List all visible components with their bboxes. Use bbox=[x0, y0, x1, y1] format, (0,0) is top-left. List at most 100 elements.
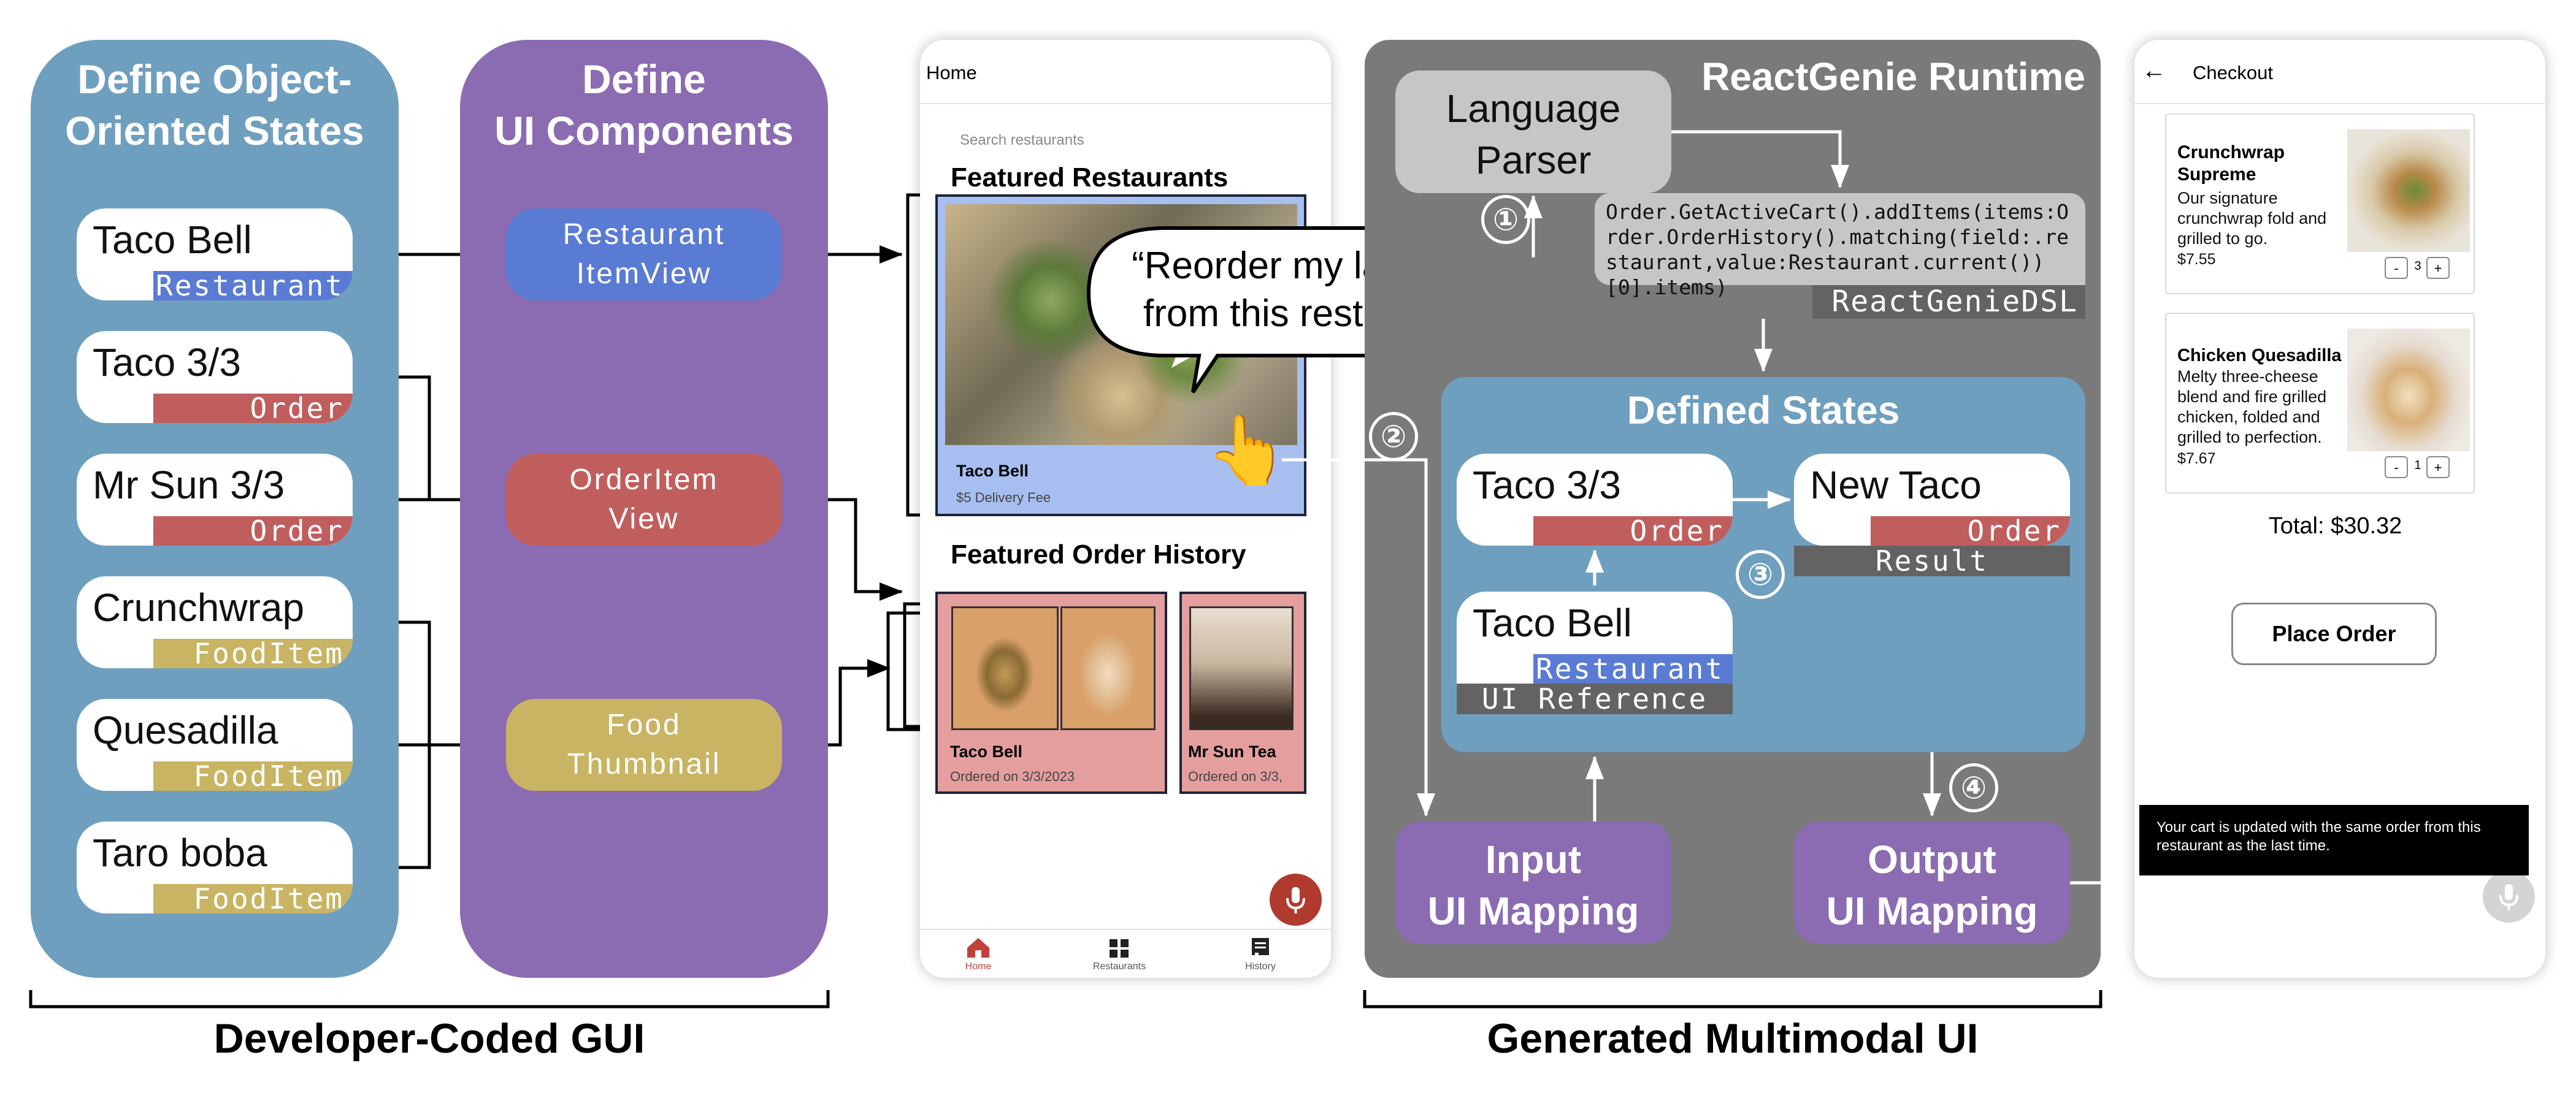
item-name: Chicken Quesadilla bbox=[2177, 346, 2342, 365]
order-total: Total: $30.32 bbox=[2268, 513, 2402, 539]
bracket-history bbox=[903, 602, 920, 728]
cart-updated-toast: Your cart is updated with the same order… bbox=[2139, 805, 2529, 875]
qty-minus-button[interactable]: - bbox=[2385, 456, 2408, 478]
state-ui-reference-label: UI Reference bbox=[1457, 684, 1733, 714]
generated-multimodal-ui-label: Generated Multimodal UI bbox=[1487, 1015, 1979, 1062]
state-tag: Order bbox=[153, 516, 353, 546]
history-name: Taco Bell bbox=[950, 742, 1023, 761]
developer-coded-gui-label: Developer-Coded GUI bbox=[213, 1015, 645, 1062]
state-ref-tacobell: Taco Bell Restaurant bbox=[1457, 592, 1733, 684]
checkout-title: Checkout bbox=[2193, 62, 2273, 83]
back-arrow-icon[interactable]: ← bbox=[2142, 57, 2166, 84]
pointing-hand-icon: 👆 bbox=[1205, 413, 1289, 488]
state-name: Quesadilla bbox=[93, 708, 278, 752]
state-tag: Restaurant bbox=[153, 271, 353, 300]
qty-value: 3 bbox=[2414, 259, 2421, 273]
home-icon bbox=[967, 938, 989, 958]
item-price: $7.67 bbox=[2177, 450, 2216, 467]
home-header-title: Home bbox=[926, 62, 977, 83]
language-parser-label: Language Parser bbox=[1446, 86, 1621, 182]
checkout-item-quesadilla: Chicken Quesadilla Melty three-cheese bl… bbox=[2165, 313, 2475, 494]
place-order-button[interactable]: Place Order bbox=[2231, 603, 2437, 665]
state-name: Mr Sun 3/3 bbox=[93, 463, 285, 507]
step-4-badge: ④ bbox=[1949, 763, 1998, 812]
search-input[interactable]: Search restaurants bbox=[960, 132, 1084, 148]
dsl-label: ReactGenieDSL bbox=[1812, 285, 2085, 319]
item-photo-crunchwrap bbox=[2347, 129, 2470, 252]
qty-plus-button[interactable]: + bbox=[2426, 257, 2450, 279]
history-card-tacobell[interactable]: Taco Bell Ordered on 3/3/2023 bbox=[935, 592, 1167, 794]
featured-restaurants-heading: Featured Restaurants bbox=[951, 162, 1229, 193]
featured-history-heading: Featured Order History bbox=[951, 539, 1246, 570]
qty-minus-button[interactable]: - bbox=[2385, 257, 2408, 279]
item-description: Our signature crunchwrap fold and grille… bbox=[2177, 189, 2327, 248]
history-name: Mr Sun Tea bbox=[1188, 742, 1276, 761]
state-tag: FoodItem bbox=[153, 639, 353, 668]
nav-item-home[interactable]: Home bbox=[948, 932, 1009, 975]
mic-icon bbox=[2499, 884, 2518, 910]
history-date: Ordered on 3/3/2023 bbox=[950, 769, 1075, 784]
state-name: New Taco bbox=[1810, 463, 1982, 507]
output-ui-mapping-box: Output UI Mapping bbox=[1794, 822, 2070, 944]
mic-button[interactable] bbox=[1270, 874, 1322, 926]
step-1-badge: ① bbox=[1481, 195, 1530, 244]
state-tag: Order bbox=[1871, 516, 2070, 546]
state-tag: Restaurant bbox=[1533, 654, 1733, 684]
state-tag: Order bbox=[1533, 516, 1733, 546]
receipt-icon bbox=[1252, 938, 1269, 956]
home-screen: Home Search restaurants Featured Restaur… bbox=[920, 40, 1331, 978]
nav-item-history[interactable]: History bbox=[1230, 932, 1291, 975]
input-ui-mapping-box: Input UI Mapping bbox=[1395, 822, 1671, 944]
step-3-badge: ③ bbox=[1736, 550, 1785, 599]
restaurant-itemview-component: Restaurant ItemView bbox=[506, 208, 782, 300]
defined-states-title: Defined States bbox=[1627, 388, 1900, 432]
qty-plus-button[interactable]: + bbox=[2426, 456, 2450, 478]
bracket-developer-gui bbox=[29, 990, 830, 1008]
language-parser-box: Language Parser bbox=[1395, 71, 1671, 193]
state-tag: Order bbox=[153, 394, 353, 423]
history-thumbnail-quesadilla bbox=[1060, 606, 1156, 730]
food-thumbnail-component: Food Thumbnail bbox=[506, 699, 782, 791]
components-panel-title: Define UI Components bbox=[494, 56, 794, 153]
state-name: Taro boba bbox=[93, 831, 267, 875]
state-tag: FoodItem bbox=[153, 761, 353, 791]
mic-button-inactive[interactable] bbox=[2483, 871, 2535, 923]
runtime-title: ReactGenie Runtime bbox=[1701, 55, 2085, 99]
input-ui-mapping-label: Input UI Mapping bbox=[1427, 837, 1639, 933]
bracket-history-inner bbox=[886, 611, 926, 731]
history-date: Ordered on 3/3, bbox=[1188, 769, 1283, 784]
quantity-stepper[interactable]: - 1 + bbox=[2385, 456, 2450, 481]
states-panel-title: Define Object- Oriented States bbox=[65, 56, 364, 153]
bottom-nav-divider bbox=[920, 929, 1331, 930]
qty-value: 1 bbox=[2414, 459, 2421, 472]
nav-item-restaurants[interactable]: Restaurants bbox=[1083, 932, 1156, 975]
state-name: Taco Bell bbox=[1473, 601, 1632, 645]
item-price: $7.55 bbox=[2177, 251, 2216, 268]
checkout-header-divider bbox=[2134, 103, 2545, 104]
quantity-stepper[interactable]: - 3 + bbox=[2385, 257, 2450, 281]
nav-label-home: Home bbox=[965, 961, 992, 972]
state-order-taco: Taco 3/3 Order bbox=[1457, 454, 1733, 546]
state-name: Taco Bell bbox=[93, 218, 252, 262]
item-name: Crunchwrap Supreme bbox=[2177, 142, 2285, 185]
delivery-fee: $5 Delivery Fee bbox=[956, 490, 1051, 505]
orderitem-view-component: OrderItem View bbox=[506, 454, 782, 546]
state-new-taco: New Taco Order bbox=[1794, 454, 2070, 546]
dsl-code-box: Order.GetActiveCart().addItems(items:O r… bbox=[1595, 193, 2085, 299]
bracket-generated-ui bbox=[1363, 990, 2103, 1008]
nav-label-restaurants: Restaurants bbox=[1092, 961, 1146, 972]
dsl-code: Order.GetActiveCart().addItems(items:O r… bbox=[1606, 200, 2069, 299]
state-name: Crunchwrap bbox=[93, 585, 305, 630]
history-card-mrsun[interactable]: Mr Sun Tea Ordered on 3/3, bbox=[1179, 592, 1306, 794]
mic-icon bbox=[1286, 887, 1305, 913]
restaurant-name: Taco Bell bbox=[956, 462, 1029, 480]
checkout-item-crunchwrap: Crunchwrap Supreme Our signature crunchw… bbox=[2165, 113, 2475, 294]
nav-label-history: History bbox=[1245, 961, 1276, 972]
